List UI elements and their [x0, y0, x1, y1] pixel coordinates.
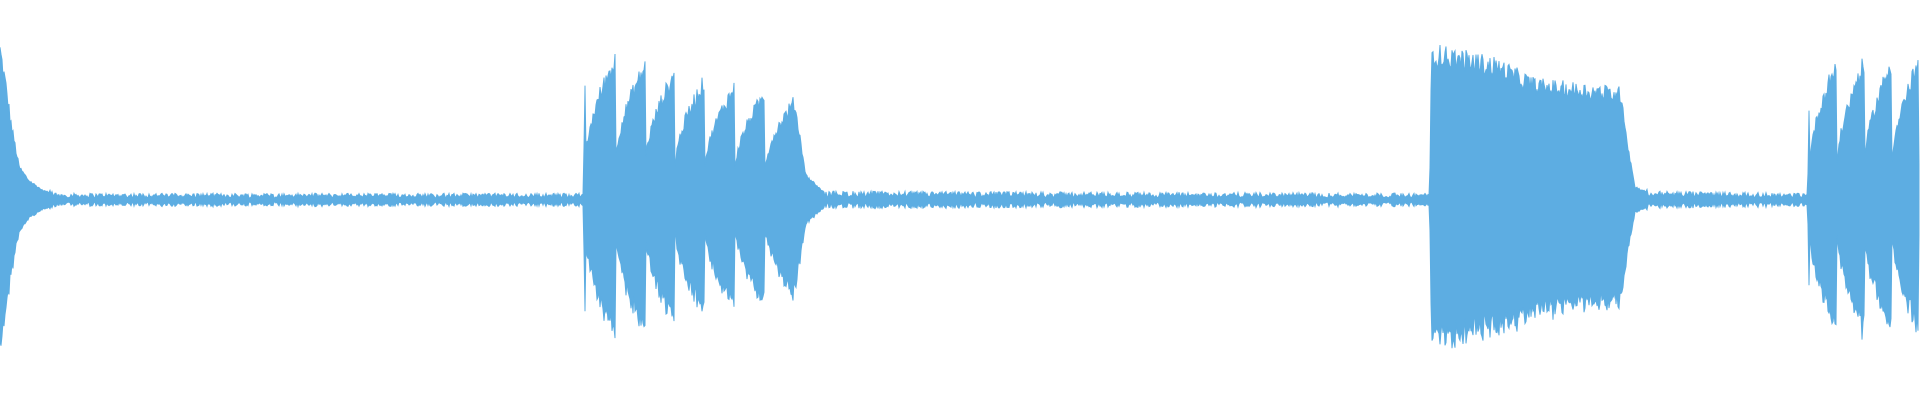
- waveform-envelope: [0, 44, 1920, 349]
